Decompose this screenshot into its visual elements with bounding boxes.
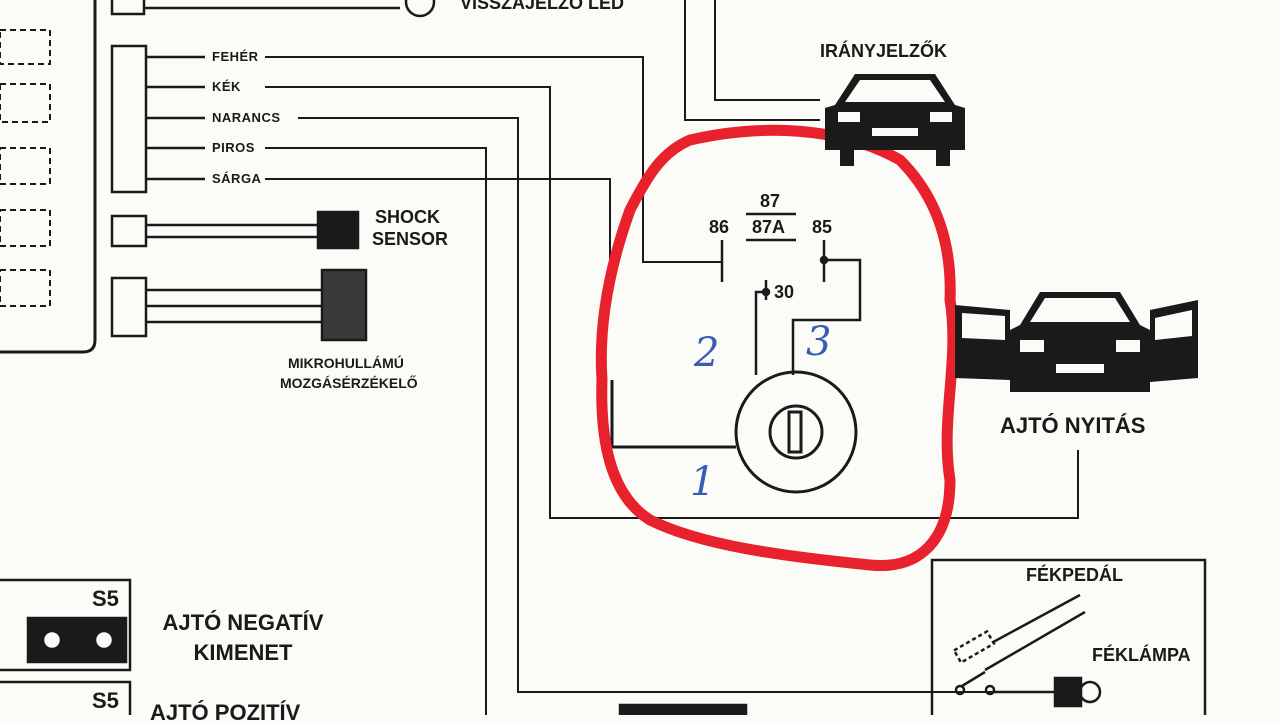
ignition-switch bbox=[610, 370, 858, 494]
s5-top-label: S5 bbox=[92, 586, 119, 611]
wire-label-white: FEHÉR bbox=[212, 49, 259, 64]
s5-connectors bbox=[0, 578, 748, 715]
wire-label-blue: KÉK bbox=[212, 79, 241, 94]
brake-pedal-label: FÉKPEDÁL bbox=[1026, 565, 1124, 585]
microwave-sensor-connector bbox=[110, 268, 368, 342]
relay-pin-86: 86 bbox=[709, 217, 730, 237]
shock-sensor-label-2: SENSOR bbox=[372, 229, 449, 249]
shock-sensor-label-1: SHOCK bbox=[375, 207, 441, 227]
door-negative-label-2: KIMENET bbox=[193, 640, 293, 665]
handwritten-3: 3 bbox=[806, 319, 832, 365]
door-open-label: AJTÓ NYITÁS bbox=[1000, 413, 1146, 438]
handwritten-2: 2 bbox=[694, 330, 720, 376]
brake-box bbox=[930, 558, 1207, 715]
s5-bottom-label: S5 bbox=[92, 688, 119, 713]
wire-label-red: PIROS bbox=[212, 140, 255, 155]
relay-pin-30: 30 bbox=[774, 282, 795, 302]
shock-sensor-connector bbox=[110, 210, 360, 250]
handwritten-1: 1 bbox=[690, 459, 716, 505]
relay-pin-87a: 87A bbox=[752, 217, 786, 237]
turn-signals-label: IRÁNYJELZŐK bbox=[820, 41, 948, 61]
relay-pin-87: 87 bbox=[760, 191, 781, 211]
wire-routes bbox=[265, 0, 1079, 715]
led-label: VISSZAJELZŐ LED bbox=[460, 0, 625, 13]
highlight-circle bbox=[595, 124, 959, 572]
door-negative-label-1: AJTÓ NEGATÍV bbox=[162, 610, 324, 635]
brake-lamp-label: FÉKLÁMPA bbox=[1092, 645, 1191, 665]
car-front-turn-signals bbox=[825, 74, 965, 166]
wire-connector bbox=[110, 44, 205, 194]
left-module bbox=[0, 0, 97, 354]
door-positive-label: AJTÓ POZITÍV bbox=[150, 700, 301, 725]
wire-label-yellow: SÁRGA bbox=[212, 171, 262, 186]
relay bbox=[720, 212, 862, 375]
car-doors-open bbox=[955, 292, 1198, 392]
led-connector bbox=[110, 0, 436, 18]
wire-label-orange: NARANCS bbox=[212, 110, 281, 125]
microwave-sensor-label-1: MIKROHULLÁMÚ bbox=[288, 355, 404, 371]
relay-pin-85: 85 bbox=[812, 217, 833, 237]
microwave-sensor-label-2: MOZGÁSÉRZÉKELŐ bbox=[280, 375, 418, 391]
